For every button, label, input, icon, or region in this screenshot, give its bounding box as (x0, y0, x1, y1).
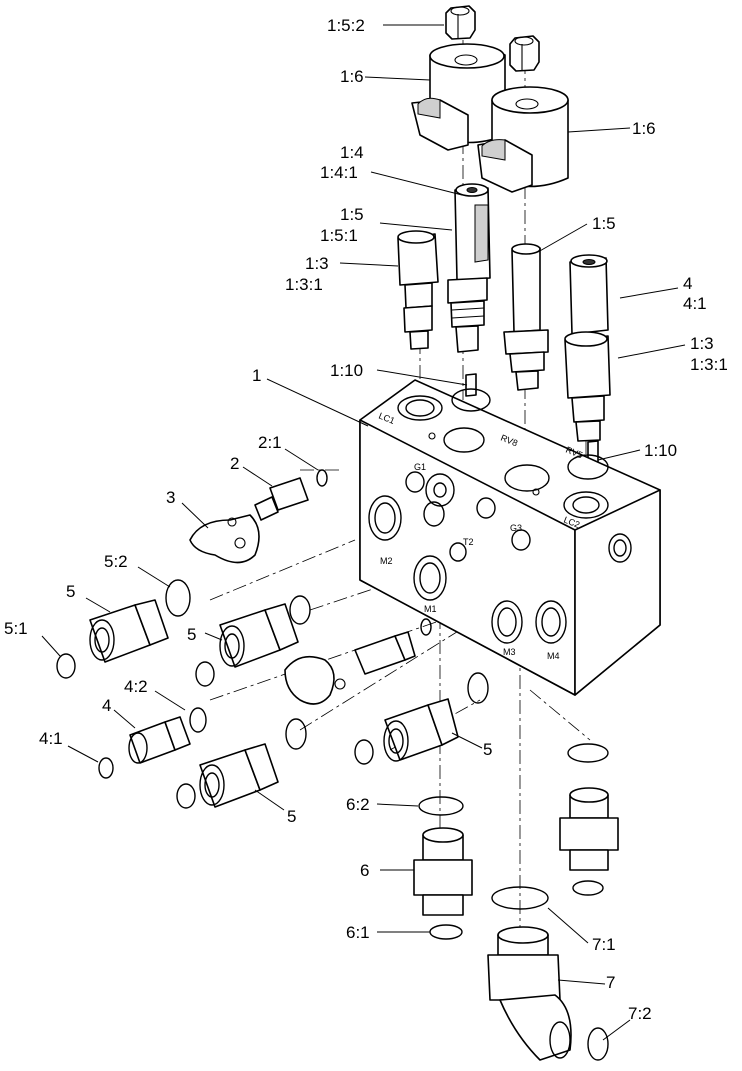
fitting-right-lower (559, 743, 619, 896)
fitting-4 (98, 707, 207, 779)
port-label-m3: M3 (503, 647, 516, 657)
callout-1-3-1-right: 1:3:1 (690, 355, 728, 374)
callout-4-1-top: 4:1 (683, 294, 707, 313)
callout-2: 2 (230, 454, 239, 473)
fitting-6 (413, 796, 473, 940)
callout-1: 1 (252, 366, 261, 385)
callout-2-1: 2:1 (258, 433, 282, 452)
nut-1-5-2-left (445, 5, 476, 40)
port-label-m2: M2 (380, 556, 393, 566)
callout-5-d: 5 (483, 740, 492, 759)
callout-4-bottom: 4 (102, 696, 111, 715)
manifold-block-1 (359, 379, 661, 696)
nut-1-5-2-right (509, 35, 540, 72)
solenoid-coil-left (411, 43, 506, 151)
fitting-5-d (354, 672, 489, 765)
fitting-center (354, 618, 432, 675)
callout-4-top: 4 (683, 274, 692, 293)
clip-3 (189, 514, 260, 564)
callout-5-a: 5 (66, 582, 75, 601)
callout-4-1-bottom: 4:1 (39, 729, 63, 748)
callout-5-1: 5:1 (4, 619, 28, 638)
fitting-2 (254, 469, 328, 521)
callout-6: 6 (360, 861, 369, 880)
fitting-5-b (195, 595, 311, 687)
relief-valve-4-top (569, 254, 609, 335)
fitting-5-a (56, 579, 191, 679)
callout-5-b: 5 (187, 625, 196, 644)
port-label-g1: G1 (414, 462, 426, 472)
leader-lines (41, 24, 686, 1041)
callout-1-5-right: 1:5 (592, 214, 616, 233)
elbow-fitting-7 (487, 886, 609, 1061)
port-label-t2: T2 (463, 537, 474, 547)
callout-1-3-1-left: 1:3:1 (285, 275, 323, 294)
callout-1-5-2: 1:5:2 (327, 16, 365, 35)
callout-3: 3 (166, 488, 175, 507)
fitting-5-c (176, 718, 307, 809)
callout-4-2: 4:2 (124, 677, 148, 696)
callout-6-1: 6:1 (346, 923, 370, 942)
callout-7-2: 7:2 (628, 1004, 652, 1023)
callout-1-3-right: 1:3 (690, 334, 714, 353)
callout-1-6-right: 1:6 (632, 119, 656, 138)
port-label-g3: G3 (510, 523, 522, 533)
cartridge-1-5-right (503, 243, 549, 391)
callout-7: 7 (606, 973, 615, 992)
cartridge-1-4 (447, 183, 491, 353)
callout-1-10-left: 1:10 (330, 361, 363, 380)
callout-5-2: 5:2 (104, 552, 128, 571)
callout-1-4: 1:4 (340, 143, 364, 162)
solenoid-coil-right (477, 86, 569, 193)
callout-1-5-left: 1:5 (340, 205, 364, 224)
callout-labels: 1:5:2 1:6 1:6 1:4 1:4:1 1:5 1:5:1 1:5 1:… (4, 16, 728, 1023)
pin-1-10-left (465, 373, 477, 397)
callout-1-10-right: 1:10 (644, 441, 677, 460)
clip-center (284, 655, 346, 705)
callout-6-2: 6:2 (346, 795, 370, 814)
port-label-m1: M1 (424, 604, 437, 614)
callout-1-4-1: 1:4:1 (320, 163, 358, 182)
cartridge-1-3-right (564, 331, 611, 442)
cartridge-1-3-left (397, 230, 439, 350)
port-label-m4: M4 (547, 651, 560, 661)
callout-1-5-1: 1:5:1 (320, 226, 358, 245)
callout-1-3-left: 1:3 (305, 254, 329, 273)
callout-5-c: 5 (287, 807, 296, 826)
callout-1-6-left: 1:6 (340, 67, 364, 86)
callout-7-1: 7:1 (592, 935, 616, 954)
